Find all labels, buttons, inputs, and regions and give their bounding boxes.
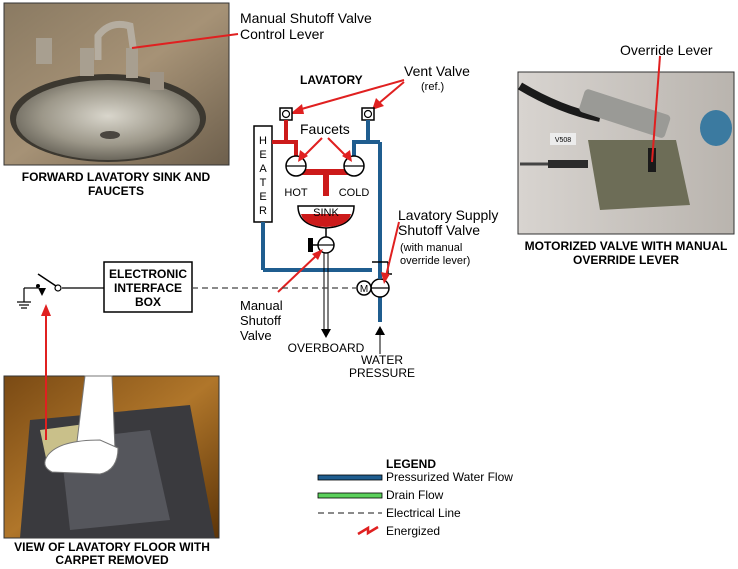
motor-valve-caption-line2: OVERRIDE LEVER: [573, 253, 679, 267]
eib-line1: ELECTRONIC: [109, 267, 187, 281]
heater-letter: H: [259, 135, 267, 147]
valve-motor-icon: M: [356, 280, 372, 296]
lavatory-title: LAVATORY: [300, 73, 363, 87]
faucet-base: [126, 48, 138, 78]
vent-callout-left: [297, 79, 405, 111]
manual-shutoff-line1: Manual: [240, 298, 283, 313]
supply-valve-line4: override lever): [400, 255, 470, 267]
water-pressure-arrow: [375, 326, 385, 335]
pipe-fitting: [700, 110, 732, 146]
sink-caption-line2: FAUCETS: [88, 184, 144, 198]
sink-caption-line1: FORWARD LAVATORY SINK AND: [22, 170, 211, 184]
faucet-handle-right: [80, 48, 94, 76]
faucet-handle-left: [36, 38, 52, 64]
valve-body-pipe: [579, 89, 671, 138]
motor-valve-photo: V508: [517, 71, 735, 235]
legend-drain-swatch: [317, 492, 383, 499]
supply-valve-line1: Lavatory Supply: [398, 207, 498, 223]
hot-faucet: [285, 155, 307, 177]
hose: [517, 82, 601, 122]
foot-switch-symbol: [23, 273, 104, 302]
manual-shutoff-valve: [308, 236, 335, 254]
floor-callout-arrow: [41, 304, 51, 316]
cold-water-top-pipe: [352, 120, 370, 156]
hot-water-pipe: [284, 120, 298, 156]
heater-letter: T: [260, 177, 267, 189]
overboard-arrow: [321, 329, 331, 338]
v508-tag-text: V508: [555, 137, 571, 144]
floor-caption-line1: VIEW OF LAVATORY FLOOR WITH: [14, 540, 210, 554]
shoe: [44, 439, 119, 475]
sink-callout-line1: Manual Shutoff Valve: [240, 10, 372, 26]
motor-housing: [588, 140, 690, 210]
heater-letter: E: [259, 191, 266, 203]
floor-caption-line2: CARPET REMOVED: [55, 553, 169, 564]
faucet-spout: [94, 20, 138, 60]
motor-connector: [548, 160, 588, 168]
motor-valve-caption-line1: MOTORIZED VALVE WITH MANUAL: [525, 239, 728, 253]
sink-lever-callout-line: [131, 33, 239, 49]
cold-faucet: [343, 155, 365, 177]
v508-tag: [550, 133, 576, 145]
hot-label: HOT: [284, 187, 308, 199]
override-lever-callout-line: [651, 55, 661, 163]
supply-valve-line3: (with manual: [400, 242, 462, 254]
legend-item-label: Drain Flow: [386, 488, 444, 502]
vent-valve-label-line2: (ref.): [421, 81, 444, 93]
heater-letter: R: [259, 205, 267, 217]
electronic-interface-box: [103, 261, 193, 313]
control-lever: [150, 72, 164, 90]
supply-valve-callout: [385, 221, 400, 277]
motor-letter: M: [360, 284, 368, 295]
legend-energized-icon: [357, 525, 379, 536]
manual-shutoff-callout: [277, 253, 319, 293]
floor-photo: [3, 375, 220, 539]
manual-shutoff-line2: Shutoff: [240, 313, 281, 328]
sink-water: [301, 214, 351, 227]
legend-item-label: Energized: [386, 524, 440, 538]
vent-valve-label-line1: Vent Valve: [404, 63, 470, 79]
water-pressure-line1: WATER: [361, 353, 403, 367]
sink-callout-line2: Control Lever: [240, 26, 324, 42]
legend-item-label: Pressurized Water Flow: [386, 470, 513, 484]
vent-valve-right: [361, 107, 375, 121]
sink-label: SINK: [313, 207, 339, 219]
ground-icon: [17, 301, 31, 309]
legend-water-swatch: [317, 474, 383, 481]
sink-basin: [16, 80, 200, 160]
legend-title: LEGEND: [386, 457, 436, 471]
vent-callout-right: [377, 81, 405, 105]
water-pressure-line2: PRESSURE: [349, 366, 415, 380]
eib-line3: BOX: [135, 295, 161, 309]
faucets-label: Faucets: [300, 121, 350, 137]
faucets-callout-right: [327, 137, 347, 157]
manual-shutoff-line3: Valve: [240, 328, 272, 343]
heater-letter: A: [259, 163, 267, 175]
supply-shutoff-valve: [370, 261, 392, 298]
supply-valve-line2: Shutoff Valve: [398, 222, 480, 238]
vent-valve-left: [279, 107, 293, 121]
cold-label: COLD: [339, 187, 370, 199]
heater-letter: E: [259, 149, 266, 161]
overboard-label: OVERBOARD: [288, 341, 365, 355]
sink-photo: [3, 2, 230, 166]
legend-item-label: Electrical Line: [386, 506, 461, 520]
faucets-callout-left: [303, 137, 323, 157]
basin-drain: [100, 131, 120, 139]
eib-line2: INTERFACE: [114, 281, 182, 295]
override-lever-callout: Override Lever: [620, 42, 713, 58]
